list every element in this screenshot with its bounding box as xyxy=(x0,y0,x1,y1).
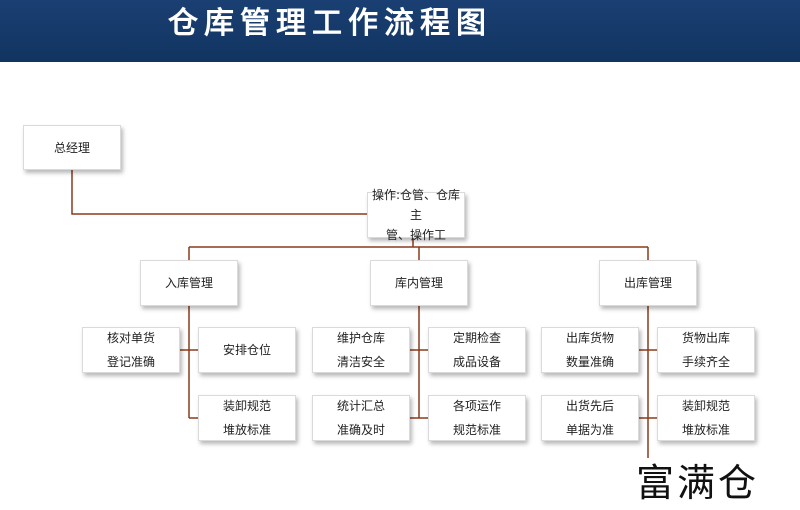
node-outbound-first: 出货先后 单据为准 xyxy=(541,395,639,441)
node-inhouse-operation-line-1: 各项运作 xyxy=(452,399,501,413)
node-inbound-handling-line-1: 装卸规范 xyxy=(222,399,271,413)
node-inbound-slot: 安排仓位 xyxy=(198,327,296,373)
node-outbound-first-line-1: 出货先后 xyxy=(565,399,614,413)
node-inhouse-maintain-line-2: 清洁安全 xyxy=(336,355,385,369)
node-inhouse-label: 库内管理 xyxy=(394,276,443,290)
node-inbound: 入库管理 xyxy=(140,260,238,306)
node-operators-line-2: 管、操作工 xyxy=(385,228,446,242)
node-outbound-goods-line-2: 数量准确 xyxy=(565,355,614,369)
watermark-text: 富满仓 xyxy=(632,458,800,510)
node-inhouse-inspect-line-1: 定期检查 xyxy=(452,331,501,345)
node-inhouse-inspect: 定期检查 成品设备 xyxy=(428,327,526,373)
node-operators-line-1: 操作:仓管、仓库主 xyxy=(371,188,461,222)
node-outbound-handling-line-1: 装卸规范 xyxy=(681,399,730,413)
connector-ceo-operators xyxy=(71,170,367,215)
node-outbound-handling-line-2: 堆放标准 xyxy=(681,423,730,437)
node-ceo-label: 总经理 xyxy=(53,140,90,155)
node-outbound-handling: 装卸规范 堆放标准 xyxy=(657,395,755,441)
node-inhouse-operation: 各项运作 规范标准 xyxy=(428,395,526,441)
node-operators: 操作:仓管、仓库主 管、操作工 xyxy=(367,188,465,242)
node-outbound: 出库管理 xyxy=(599,260,697,306)
node-inhouse-summary: 统计汇总 准确及时 xyxy=(312,395,410,441)
node-inhouse-summary-line-2: 准确及时 xyxy=(336,423,385,437)
node-outbound-first-line-2: 单据为准 xyxy=(565,423,614,437)
node-ceo: 总经理 xyxy=(23,125,121,170)
node-outbound-complete-line-1: 货物出库 xyxy=(681,331,730,345)
title-banner: 仓库管理工作流程图 xyxy=(0,0,800,62)
node-inbound-slot-label: 安排仓位 xyxy=(222,343,271,357)
node-outbound-label: 出库管理 xyxy=(623,276,672,290)
node-inbound-handling: 装卸规范 堆放标准 xyxy=(198,395,296,441)
node-inbound-check-line-2: 登记准确 xyxy=(106,355,155,369)
node-inhouse-operation-line-2: 规范标准 xyxy=(452,423,501,437)
node-inbound-handling-line-2: 堆放标准 xyxy=(222,423,271,437)
node-inbound-label: 入库管理 xyxy=(164,276,213,290)
node-outbound-complete: 货物出库 手续齐全 xyxy=(657,327,755,373)
page-title: 仓库管理工作流程图 xyxy=(168,6,492,41)
node-outbound-goods: 出库货物 数量准确 xyxy=(541,327,639,373)
node-inbound-check: 核对单货 登记准确 xyxy=(82,327,180,373)
node-inhouse-summary-line-1: 统计汇总 xyxy=(336,399,385,413)
node-outbound-complete-line-2: 手续齐全 xyxy=(681,355,730,369)
node-inbound-check-line-1: 核对单货 xyxy=(106,331,155,345)
node-inhouse-inspect-line-2: 成品设备 xyxy=(452,355,501,369)
node-inhouse: 库内管理 xyxy=(370,260,468,306)
node-outbound-goods-line-1: 出库货物 xyxy=(565,331,614,345)
node-inhouse-maintain: 维护仓库 清洁安全 xyxy=(312,327,410,373)
node-inhouse-maintain-line-1: 维护仓库 xyxy=(336,331,385,345)
